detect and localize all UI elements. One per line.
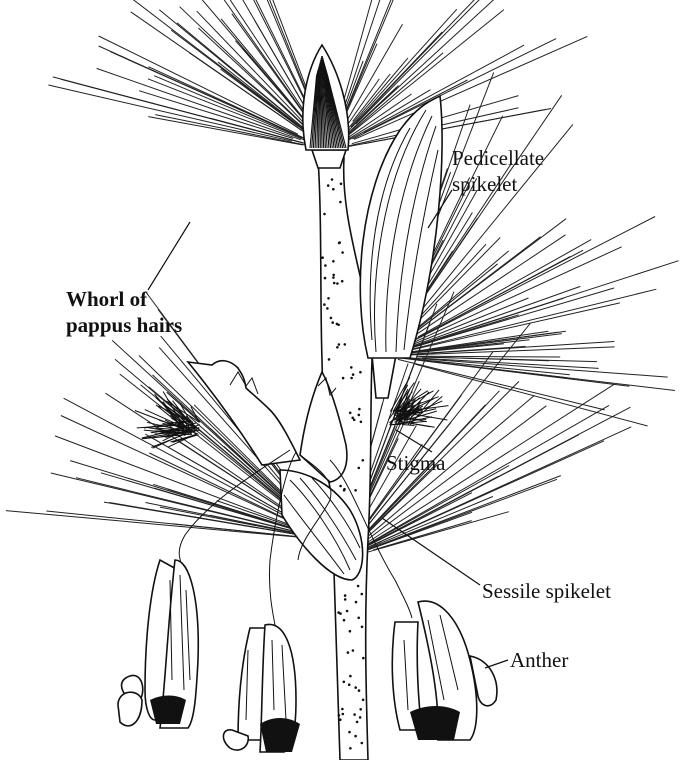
label-sessile-spikelet: Sessile spikelet bbox=[482, 579, 611, 603]
label-stigma: Stigma bbox=[386, 451, 446, 475]
anther-right bbox=[392, 601, 497, 740]
label-pedicellate-line1: Pedicellate bbox=[452, 146, 544, 170]
leader-stigma bbox=[396, 430, 432, 452]
anther-left bbox=[118, 560, 198, 728]
top-spikelet bbox=[303, 45, 349, 168]
stigma-right bbox=[389, 377, 449, 427]
label-pedicellate-line2: spikelet bbox=[452, 172, 517, 196]
label-whorl-line1: Whorl of bbox=[66, 287, 148, 311]
label-whorl-line2: pappus hairs bbox=[66, 313, 182, 337]
leader-whorl bbox=[148, 222, 190, 290]
leader-anther bbox=[485, 660, 508, 668]
label-anther: Anther bbox=[510, 648, 568, 672]
anther-middle bbox=[223, 624, 300, 752]
stigma-left bbox=[135, 392, 200, 449]
leader-sessile bbox=[382, 518, 480, 585]
